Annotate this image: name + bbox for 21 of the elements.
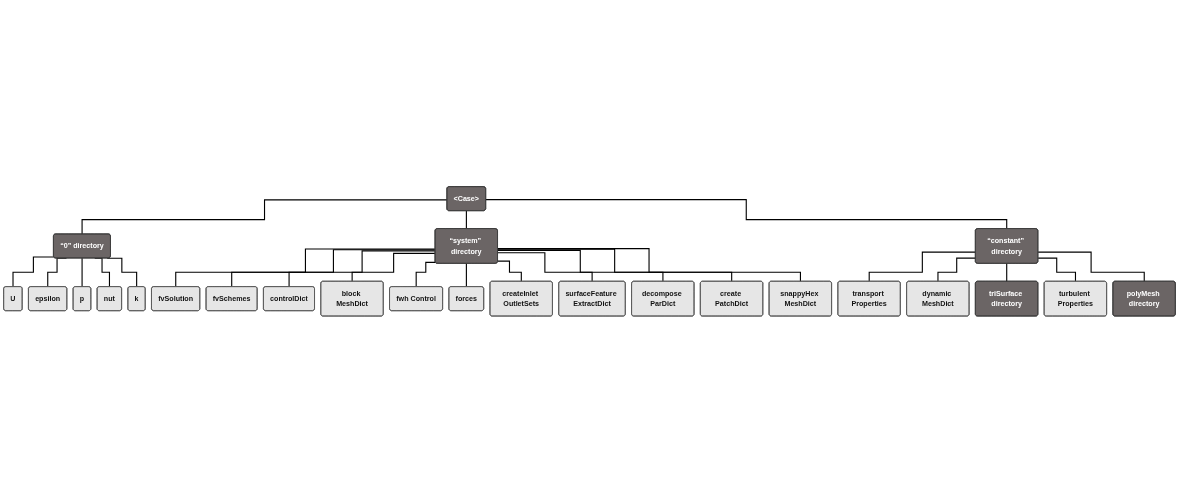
connector (1006, 262, 1008, 282)
connector (497, 247, 802, 282)
connector (937, 257, 977, 282)
connector (231, 248, 436, 288)
connector (497, 260, 522, 282)
connector (175, 248, 436, 288)
connector (81, 257, 83, 288)
connector (288, 249, 436, 288)
connector (81, 199, 448, 235)
connector (497, 251, 593, 282)
connector (868, 251, 977, 282)
connector (1037, 257, 1077, 282)
connector (465, 262, 468, 288)
connector (12, 256, 55, 288)
connector (465, 210, 468, 229)
connector (497, 249, 664, 282)
connector (485, 198, 1008, 229)
connector (415, 261, 437, 288)
connector (1037, 251, 1145, 282)
connector (497, 248, 733, 282)
connector (351, 252, 436, 282)
